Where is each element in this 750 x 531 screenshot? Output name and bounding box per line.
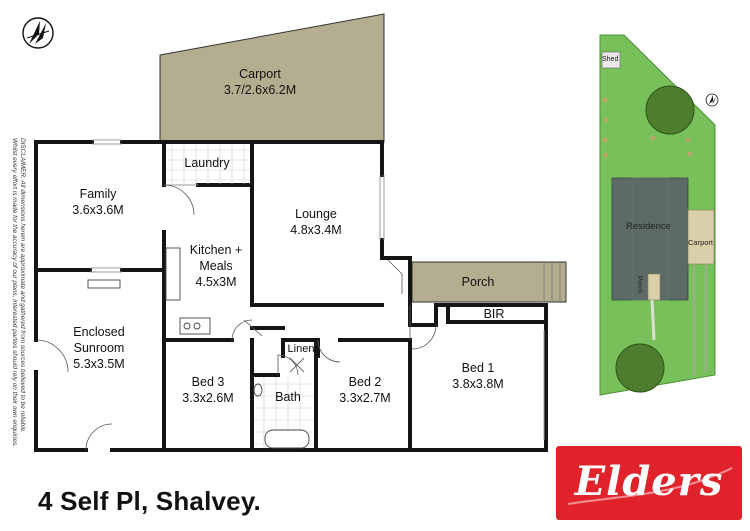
- carport-box: [687, 209, 715, 265]
- logo-wordmark: Elders: [574, 458, 724, 505]
- laundry-tiles: [166, 144, 250, 184]
- north-arrow-small-icon: [705, 93, 719, 107]
- room-name: Bed 3: [191, 375, 225, 389]
- room-name: Lounge: [295, 207, 337, 221]
- room-dims: 3.3x2.7M: [339, 391, 391, 405]
- room-name: Family: [79, 187, 117, 201]
- room-name: BIR: [483, 307, 505, 321]
- room-family: Family 3.6x3.6M: [58, 186, 138, 218]
- room-name: Bed 1: [461, 361, 495, 375]
- room-linen: Linen: [284, 341, 318, 357]
- room-name: Linen: [287, 343, 315, 355]
- elders-logo: Elders: [556, 446, 742, 520]
- room-name: Bed 2: [348, 375, 382, 389]
- room-bir: BIR: [474, 306, 514, 322]
- room-porch: Porch: [440, 274, 516, 290]
- property-address: 4 Self Pl, Shalvey.: [38, 486, 261, 516]
- room-name: Laundry: [184, 156, 230, 170]
- porch-area: [411, 261, 567, 303]
- room-laundry: Laundry: [168, 155, 246, 171]
- room-dims: 3.7/2.6x6.2M: [223, 83, 297, 97]
- room-name-2: Sunroom: [73, 341, 125, 355]
- site-shed-label: Shed: [602, 56, 619, 63]
- room-dims: 3.8x3.8M: [452, 377, 504, 391]
- room-name: Kitchen +: [189, 243, 243, 257]
- tree-icon: [615, 343, 665, 393]
- room-name-2: Meals: [199, 259, 233, 273]
- site-residence-label: Residence: [626, 221, 671, 232]
- room-name: Porch: [461, 275, 495, 289]
- room-name: Enclosed: [73, 325, 125, 339]
- porch-box: [647, 273, 661, 301]
- room-dims: 5.3x3.5M: [73, 357, 125, 371]
- room-bed1: Bed 1 3.8x3.8M: [438, 360, 518, 392]
- room-dims: 3.3x2.6M: [182, 391, 234, 405]
- shed-box: [601, 51, 621, 69]
- room-kitchen: Kitchen + Meals 4.5x3M: [176, 242, 256, 290]
- logo-swoosh-icon: [567, 467, 733, 505]
- room-dims: 3.6x3.6M: [72, 203, 124, 217]
- room-bed3: Bed 3 3.3x2.6M: [170, 374, 246, 406]
- room-bed2: Bed 2 3.3x2.7M: [325, 374, 405, 406]
- site-plan-drawing: [599, 34, 719, 396]
- room-sunroom: Enclosed Sunroom 5.3x3.5M: [56, 324, 142, 372]
- room-lounge: Lounge 4.8x3.4M: [276, 206, 356, 238]
- room-dims: 4.8x3.4M: [290, 223, 342, 237]
- room-bath: Bath: [266, 389, 310, 405]
- tree-icon: [645, 85, 695, 135]
- disclaimer-text: DISCLAIMER: All dimensions herein are ap…: [11, 138, 26, 448]
- room-carport: Carport 3.7/2.6x6.2M: [205, 66, 315, 98]
- room-name: Bath: [275, 390, 301, 404]
- site-porch-label: Porch: [636, 276, 643, 293]
- room-name: Carport: [239, 67, 281, 81]
- room-dims: 4.5x3M: [195, 275, 237, 289]
- north-arrow-icon: [22, 17, 54, 49]
- site-carport-label: Carport: [688, 238, 714, 247]
